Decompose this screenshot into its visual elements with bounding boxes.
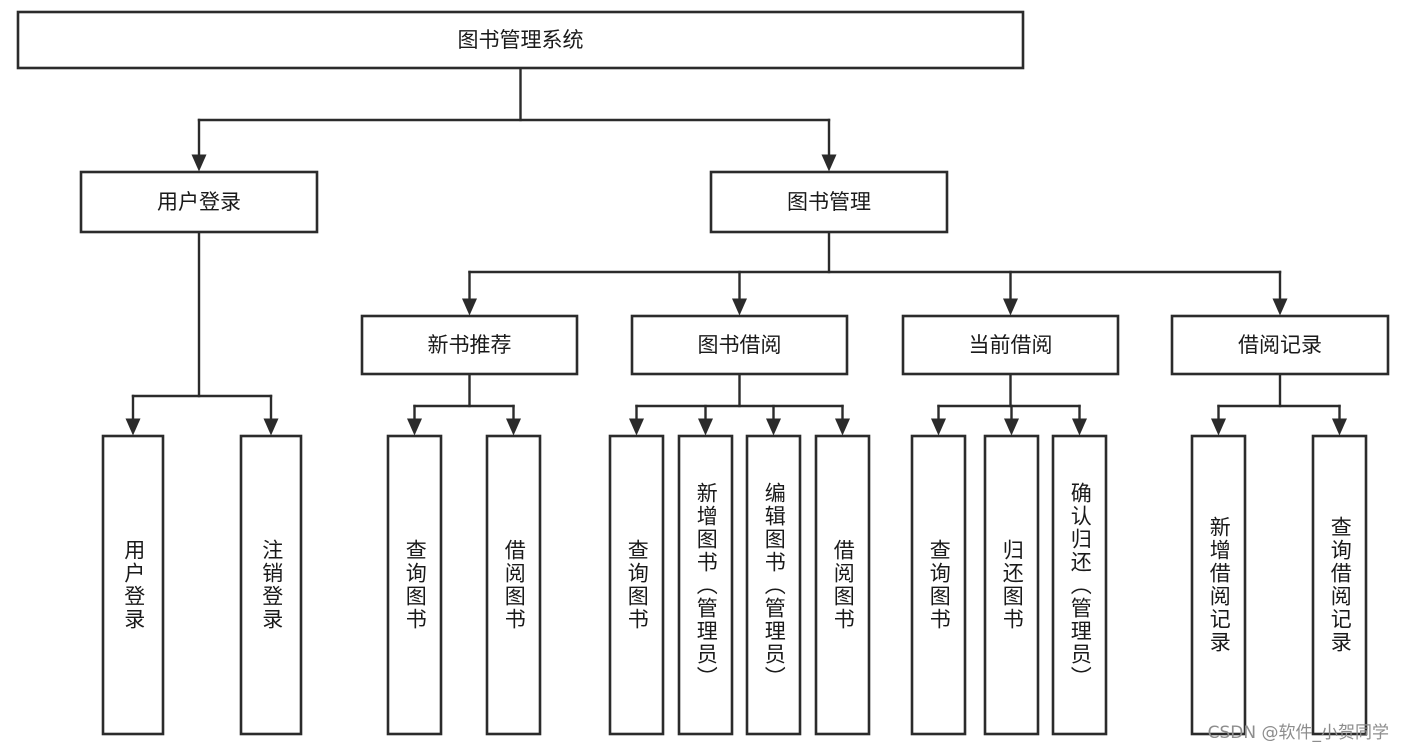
- arrow-head-icon: [1272, 298, 1288, 316]
- arrow-head-icon: [835, 418, 850, 436]
- arrow-head-icon: [766, 418, 781, 436]
- arrow-head-icon: [462, 298, 477, 316]
- node-box-root[interactable]: [16, 10, 1025, 70]
- arrow-head-icon: [821, 154, 837, 172]
- node-box-current-borrow[interactable]: [901, 314, 1120, 376]
- leaf-label-borrow-book-rec: 借阅图书: [502, 539, 527, 631]
- node-box-query-book-borrow[interactable]: [608, 434, 665, 736]
- arrow-head-icon: [698, 418, 713, 436]
- leaf-label-return-book: 归还图书: [1000, 539, 1025, 631]
- node-box-book-manage[interactable]: [709, 170, 949, 234]
- node-label-user-login: 用户登录: [157, 190, 241, 214]
- leaf-label-borrow-book: 借阅图书: [831, 539, 856, 631]
- arrow-head-icon: [1072, 418, 1087, 436]
- arrow-head-icon: [931, 418, 946, 436]
- leaf-label-edit-book-admin: 编辑图书（管理员）: [762, 481, 787, 689]
- leaf-label-query-book-borrow: 查询图书: [625, 539, 650, 631]
- arrow-head-icon: [1211, 418, 1226, 436]
- leaf-label-confirm-return-admin: 确认归还（管理员）: [1068, 481, 1093, 689]
- arrow-head-icon: [629, 418, 644, 436]
- arrow-head-icon: [125, 418, 141, 436]
- node-label-book-manage: 图书管理: [787, 190, 871, 214]
- arrow-head-icon: [191, 154, 207, 172]
- node-box-confirm-return-admin[interactable]: [1051, 434, 1108, 736]
- node-box-book-borrow[interactable]: [630, 314, 849, 376]
- node-label-book-borrow: 图书借阅: [698, 333, 782, 357]
- leaf-label-add-borrow-record: 新增借阅记录: [1207, 516, 1232, 654]
- node-box-new-book-recommend[interactable]: [360, 314, 579, 376]
- node-box-query-book-rec[interactable]: [386, 434, 443, 736]
- leaf-label-query-borrow-record: 查询借阅记录: [1328, 516, 1353, 654]
- arrow-head-icon: [407, 418, 422, 436]
- node-box-edit-book-admin[interactable]: [745, 434, 802, 736]
- node-box-add-book-admin[interactable]: [677, 434, 734, 736]
- node-label-current-borrow: 当前借阅: [969, 333, 1053, 357]
- node-box-return-book[interactable]: [983, 434, 1040, 736]
- node-box-add-borrow-record[interactable]: [1190, 434, 1247, 736]
- leaf-label-add-book-admin: 新增图书（管理员）: [694, 481, 719, 689]
- leaf-label-user-logout: 注销登录: [259, 539, 284, 631]
- arrow-head-icon: [1004, 418, 1019, 436]
- arrow-head-icon: [1003, 298, 1018, 316]
- arrow-head-icon: [1332, 418, 1347, 436]
- leaf-label-query-book-current: 查询图书: [927, 539, 952, 631]
- arrow-head-icon: [732, 298, 747, 316]
- leaf-label-query-book-rec: 查询图书: [403, 539, 428, 631]
- node-box-borrow-book-rec[interactable]: [485, 434, 542, 736]
- node-label-new-book-recommend: 新书推荐: [428, 333, 512, 357]
- connectors-layer: [125, 66, 1347, 436]
- leaf-label-user-login-do: 用户登录: [121, 539, 146, 631]
- node-label-borrow-record: 借阅记录: [1238, 333, 1322, 357]
- node-box-user-logout[interactable]: [239, 434, 303, 736]
- node-box-query-book-current[interactable]: [910, 434, 967, 736]
- arrow-head-icon: [506, 418, 521, 436]
- node-box-query-borrow-record[interactable]: [1311, 434, 1368, 736]
- node-box-borrow-record[interactable]: [1170, 314, 1390, 376]
- arrow-head-icon: [263, 418, 279, 436]
- node-box-user-login-do[interactable]: [101, 434, 165, 736]
- node-box-borrow-book[interactable]: [814, 434, 871, 736]
- node-label-root: 图书管理系统: [458, 28, 584, 52]
- watermark-text: CSDN @软件_小贺同学: [1207, 723, 1389, 743]
- node-box-user-login[interactable]: [79, 170, 319, 234]
